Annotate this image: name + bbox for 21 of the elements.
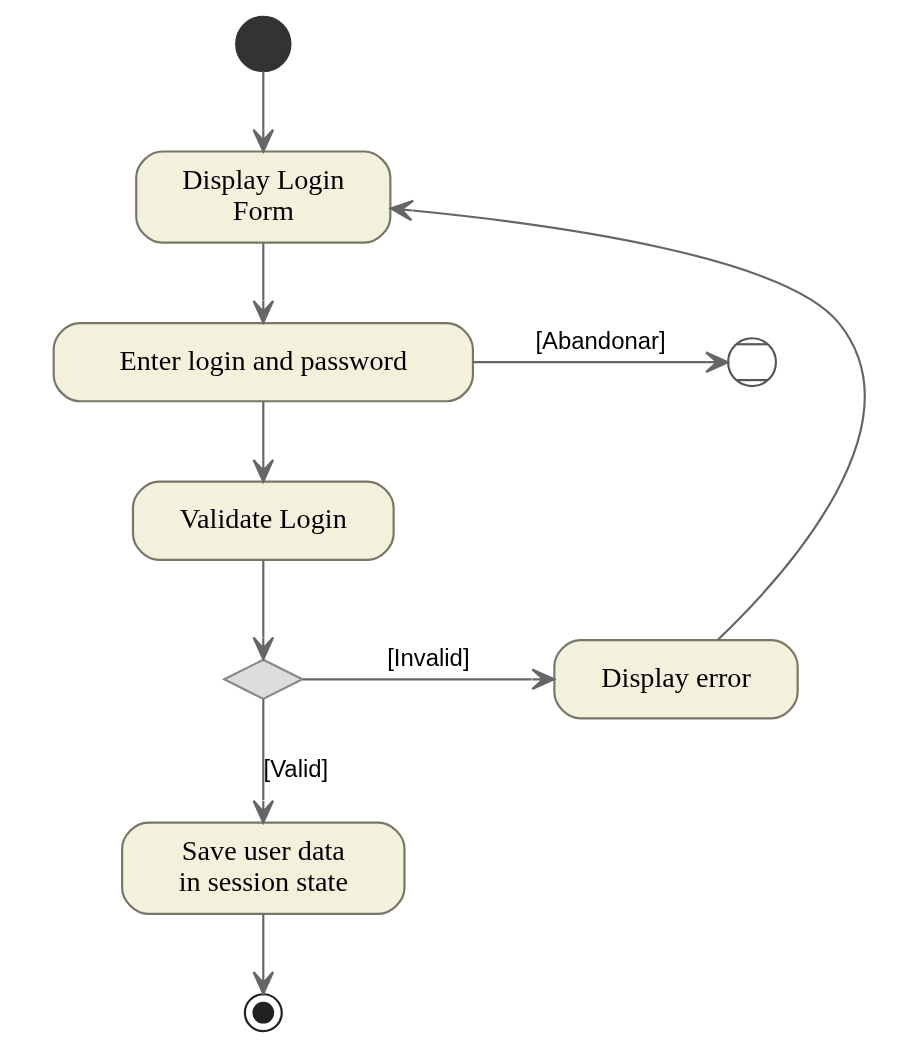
node-circle [243,993,283,1033]
arrow [389,199,866,641]
arrow [252,243,275,324]
node-circle [235,15,292,73]
node-box: Validate Login [131,480,395,561]
arrow [252,914,275,995]
arrow [252,699,275,824]
edge-label: [Invalid] [387,643,470,671]
node-box: Save user data in session state [121,821,406,915]
node-box: Display Login Form [135,150,392,244]
node-circle [727,337,777,388]
arrow [252,401,275,483]
edge-label: [Valid] [263,754,329,782]
arrow [302,668,556,691]
arrow [252,560,275,661]
node-box: Display error [553,639,799,720]
arrow [252,71,275,153]
arrow [473,351,729,374]
edge-label: [Abandonar] [535,326,666,354]
node-box: Enter login and password [52,322,474,403]
node-diamond [221,658,305,701]
